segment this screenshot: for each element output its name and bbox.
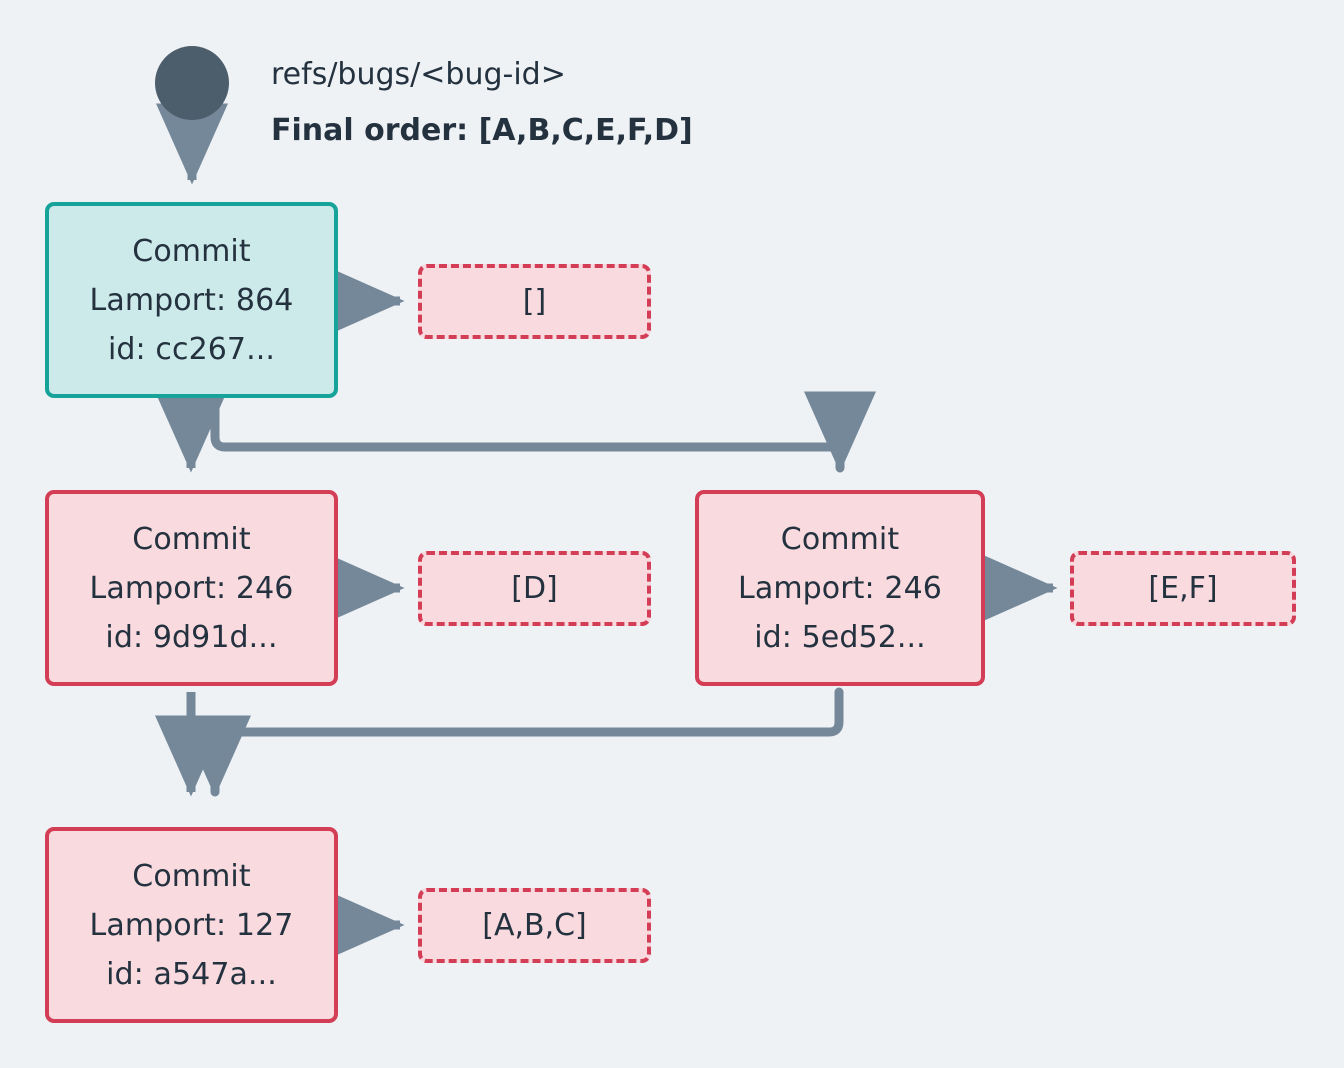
ops-list-label: [E,F] [1148, 571, 1218, 606]
commit-node-a547a[interactable]: Commit Lamport: 127 id: a547a... [45, 827, 338, 1023]
edge-cc267-to-5ed52 [210, 391, 876, 473]
commit-id-label: id: a547a... [106, 956, 277, 992]
commit-kind-label: Commit [132, 858, 251, 894]
commit-kind-label: Commit [132, 521, 251, 557]
edge-5ed52-to-a547a [179, 687, 844, 797]
ops-list-label: [D] [511, 571, 558, 606]
commit-kind-label: Commit [132, 233, 251, 269]
ops-list-label: [] [522, 284, 547, 319]
commit-lamport-label: Lamport: 864 [89, 282, 294, 318]
commit-lamport-label: Lamport: 246 [89, 570, 294, 606]
commit-lamport-label: Lamport: 127 [89, 907, 294, 943]
final-order-label: Final order: [A,B,C,E,F,D] [271, 113, 693, 148]
commit-node-9d91d[interactable]: Commit Lamport: 246 id: 9d91d... [45, 490, 338, 686]
commit-node-cc267[interactable]: Commit Lamport: 864 id: cc267... [45, 202, 338, 398]
commit-id-label: id: cc267... [107, 331, 276, 367]
ops-list-5ed52[interactable]: [E,F] [1070, 551, 1296, 626]
ref-path-label: refs/bugs/<bug-id> [271, 57, 566, 92]
ops-list-a547a[interactable]: [A,B,C] [418, 888, 651, 963]
ops-list-label: [A,B,C] [482, 908, 587, 943]
ops-list-cc267[interactable]: [] [418, 264, 651, 339]
ops-list-9d91d[interactable]: [D] [418, 551, 651, 626]
commit-lamport-label: Lamport: 246 [738, 570, 942, 606]
commit-id-label: id: 9d91d... [105, 619, 278, 655]
root-ref-circle[interactable] [155, 46, 229, 120]
commit-kind-label: Commit [780, 521, 900, 557]
commit-node-5ed52[interactable]: Commit Lamport: 246 id: 5ed52... [695, 490, 985, 686]
commit-id-label: id: 5ed52... [754, 619, 926, 655]
